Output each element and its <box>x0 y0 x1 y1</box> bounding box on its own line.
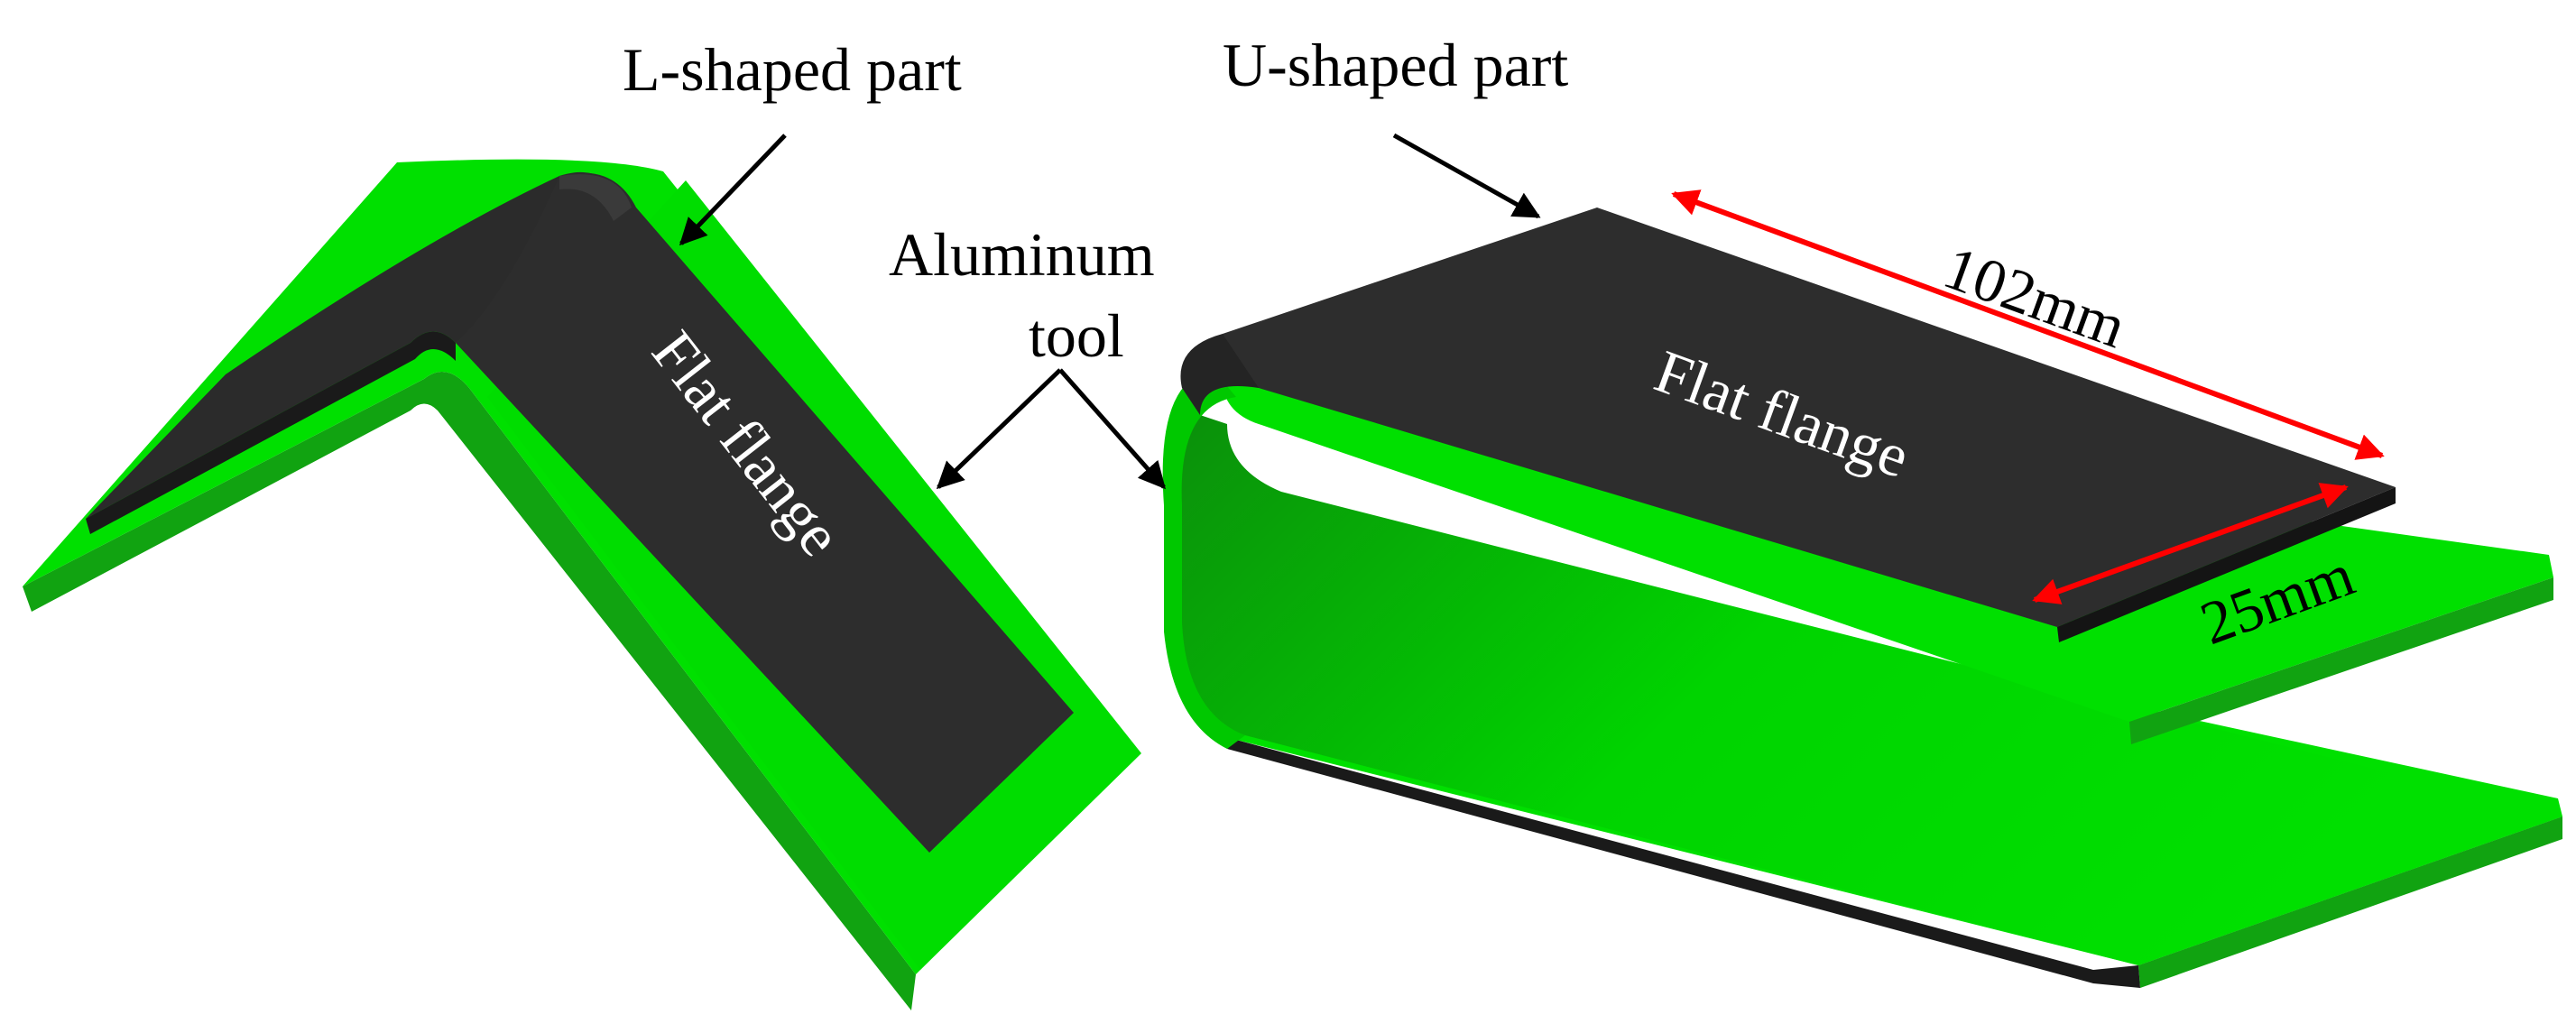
leader-u-part <box>1392 133 1541 219</box>
leader-lines <box>679 133 1541 490</box>
dim-arrow-length <box>1671 189 2385 460</box>
u-tool-inner-cavity <box>1173 415 2562 965</box>
dim-arrow-width <box>2032 483 2349 604</box>
label-l-shaped-part: L-shaped part <box>623 35 962 104</box>
label-tool: tool <box>1029 301 1124 370</box>
leader-aluminum-left <box>936 368 1062 490</box>
label-u-shaped-part: U-shaped part <box>1223 31 1568 99</box>
u-tool-top-edge <box>2129 577 2553 744</box>
u-part-bottom-thickness <box>1227 740 2140 988</box>
dimension-arrows <box>1671 189 2385 604</box>
leader-l-part <box>679 134 787 246</box>
l-part-top-thickness <box>86 331 456 534</box>
l-part-lower-leg <box>456 172 1074 853</box>
label-aluminum: Aluminum <box>889 220 1155 289</box>
u-tool-bend-rim <box>1162 370 1245 749</box>
leader-aluminum-right <box>1058 368 1166 490</box>
l-shaped-assembly <box>23 159 1141 1010</box>
l-part-bend-highlight <box>559 174 632 221</box>
u-tool-bottom-edge <box>2138 816 2562 988</box>
u-part-bend-dark <box>1180 334 1259 415</box>
l-part-top-leg <box>86 171 623 519</box>
